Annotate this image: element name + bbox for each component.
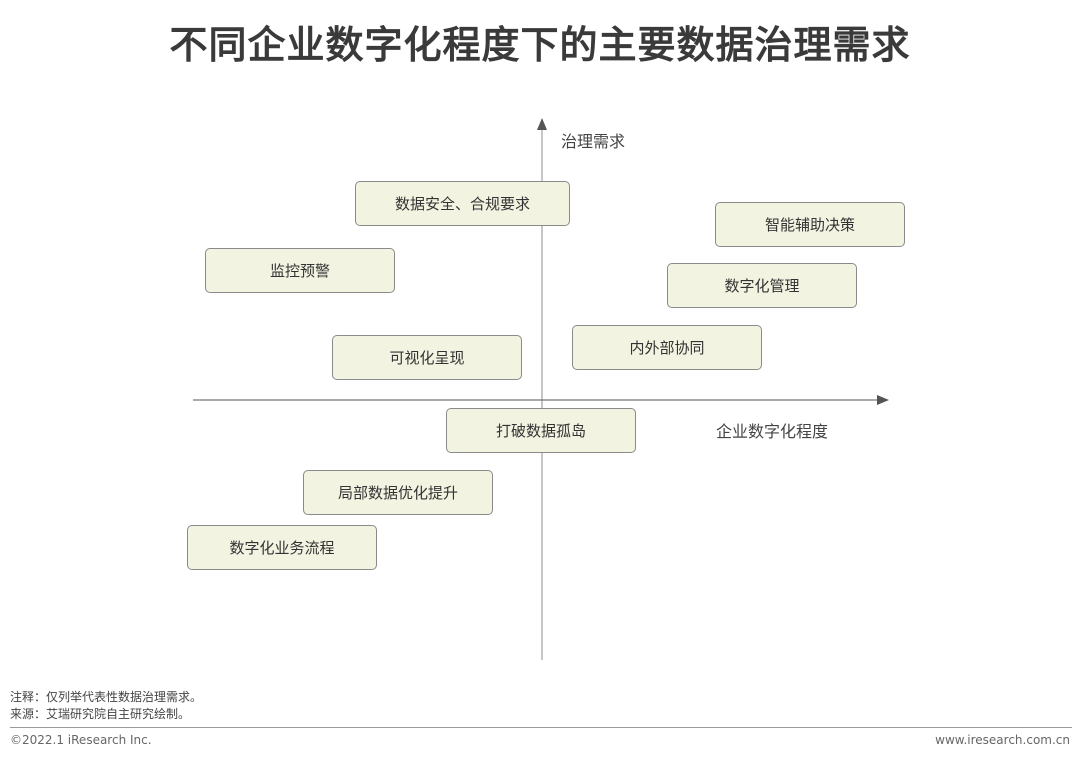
- box-intelligent-decision: 智能辅助决策: [715, 202, 905, 247]
- footer-note: 注释：仅列举代表性数据治理需求。: [10, 690, 203, 704]
- box-digital-business-process: 数字化业务流程: [187, 525, 377, 570]
- box-local-data-optimization: 局部数据优化提升: [303, 470, 493, 515]
- footer-divider: [10, 727, 1072, 728]
- box-digital-management: 数字化管理: [667, 263, 857, 308]
- footer-source: 来源：艾瑞研究院自主研究绘制。: [10, 707, 191, 721]
- footer-website: www.iresearch.com.cn: [935, 733, 1070, 747]
- box-break-data-silos: 打破数据孤岛: [446, 408, 636, 453]
- x-axis-label: 企业数字化程度: [716, 422, 829, 441]
- box-data-security-compliance: 数据安全、合规要求: [355, 181, 570, 226]
- y-axis-arrow: [537, 118, 547, 130]
- box-monitoring-alert: 监控预警: [205, 248, 395, 293]
- box-visualization: 可视化呈现: [332, 335, 522, 380]
- x-axis-arrow: [877, 395, 889, 405]
- page-title: 不同企业数字化程度下的主要数据治理需求: [169, 23, 911, 67]
- footer-copyright: ©2022.1 iResearch Inc.: [10, 733, 152, 747]
- box-internal-external-collab: 内外部协同: [572, 325, 762, 370]
- y-axis-label: 治理需求: [561, 132, 626, 151]
